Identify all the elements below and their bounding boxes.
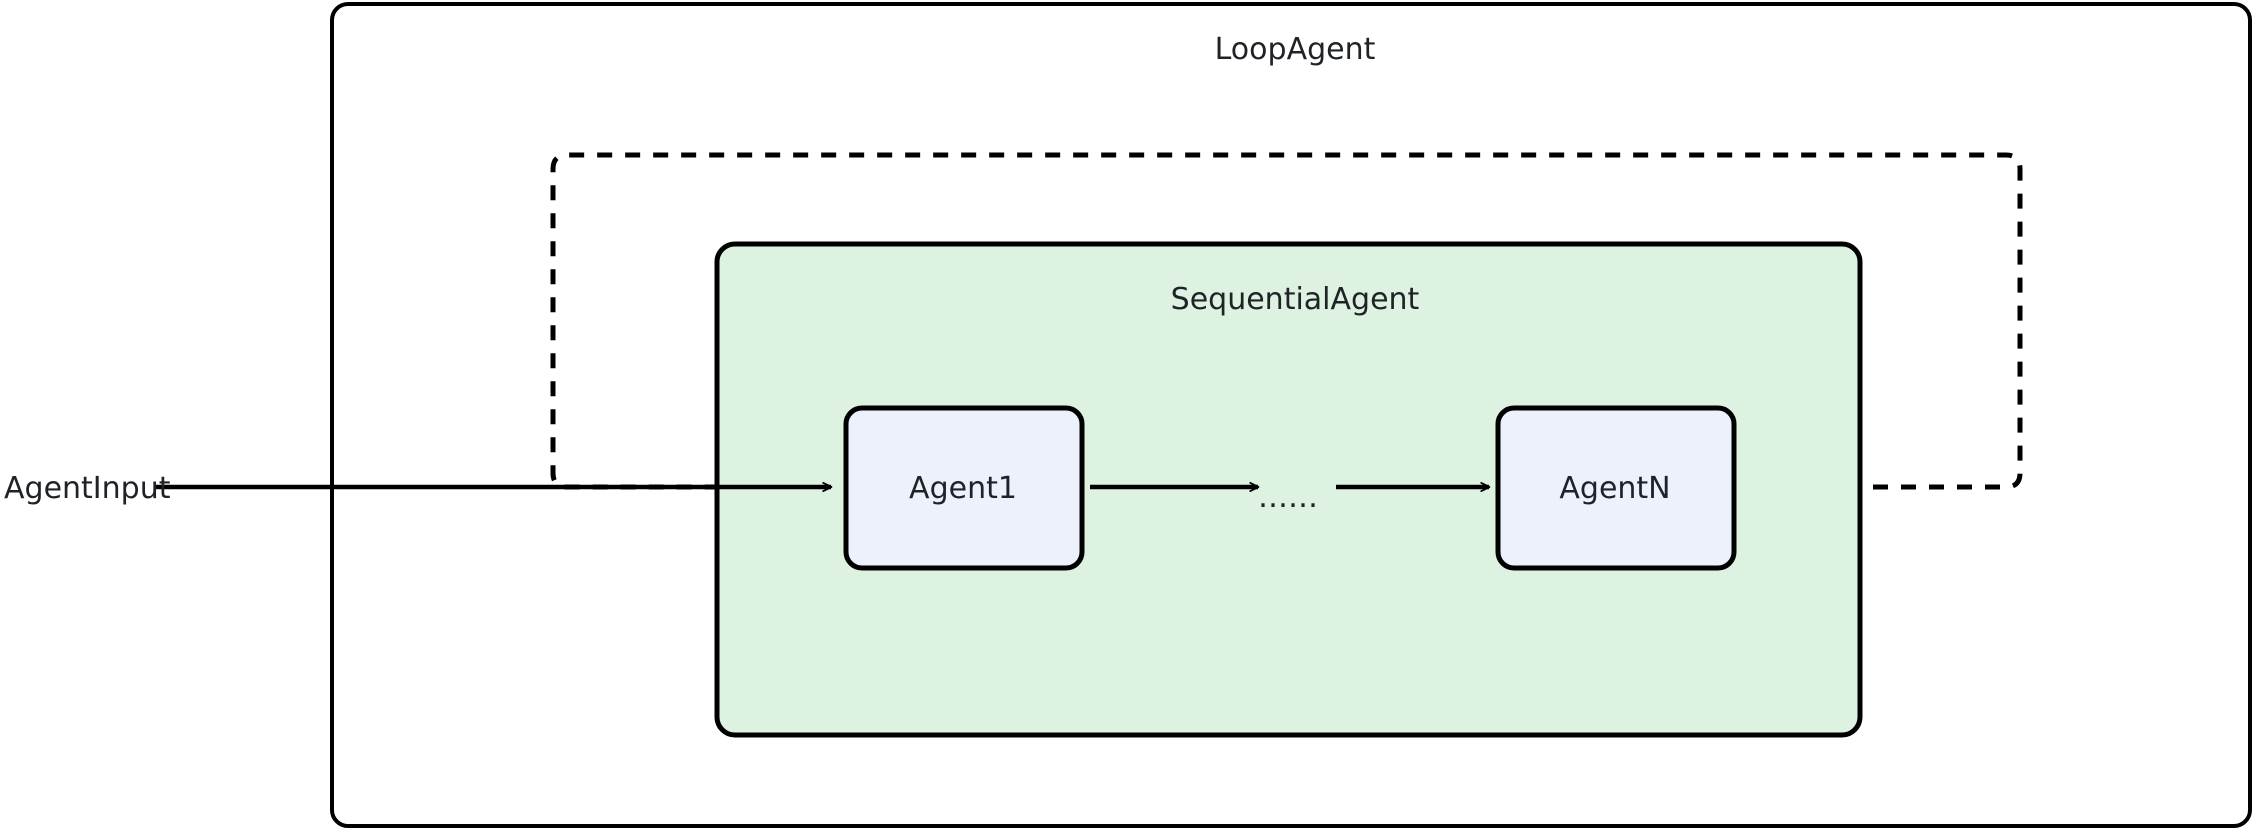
sequential-agent-container: [714, 241, 1863, 738]
agent1-label: Agent1: [909, 471, 1017, 506]
agent-input-label: AgentInput: [4, 471, 171, 506]
agent1-node: [843, 405, 1085, 571]
sequential-agent-title: SequentialAgent: [1170, 282, 1420, 317]
loopback-dashed-path: [550, 152, 2023, 487]
loop-agent-title: LoopAgent: [1214, 32, 1376, 67]
ellipsis-label: ……: [1258, 480, 1318, 515]
agentn-node: [1495, 405, 1737, 571]
agentn-label: AgentN: [1559, 471, 1671, 506]
